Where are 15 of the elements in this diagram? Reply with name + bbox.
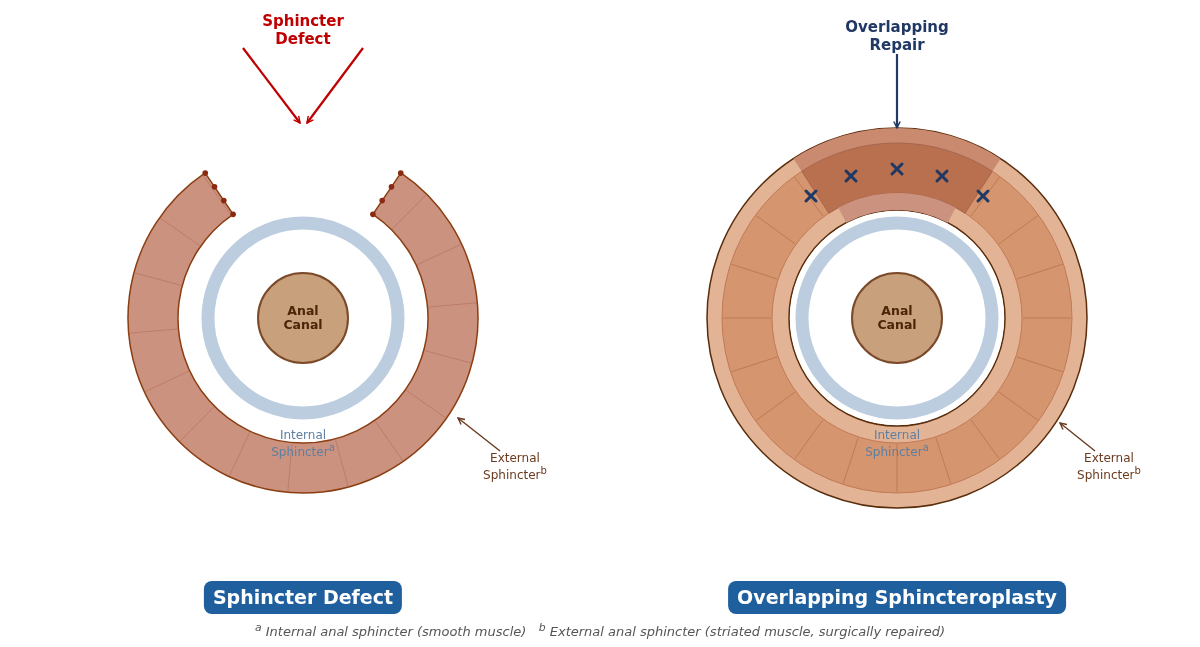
title-badge: Sphincter Defect — [203, 581, 403, 614]
heading-label: Overlapping Repair — [837, 18, 957, 54]
arrow — [242, 47, 301, 124]
title-badge: Overlapping Sphincteroplasty — [728, 581, 1066, 614]
anal-canal-circle: Anal Canal — [257, 272, 349, 364]
leader-line — [457, 417, 501, 452]
heading-label: Sphincter Defect — [243, 12, 363, 48]
part-label: External Sphincter$^{b}$ — [470, 451, 560, 483]
part-label: Internal Sphincter$^{a}$ — [270, 428, 336, 460]
footnote: $^{a}$ Internal anal sphincter (smooth muscle) $^{b}$ External anal sphincter (striated muscle, surgically repaired) — [254, 621, 946, 640]
leader-line — [1059, 422, 1096, 452]
part-label: Internal Sphincter$^{a}$ — [864, 428, 930, 460]
arrow — [306, 47, 364, 124]
part-label: External Sphincter$^{b}$ — [1064, 451, 1154, 483]
arrow — [893, 54, 901, 129]
